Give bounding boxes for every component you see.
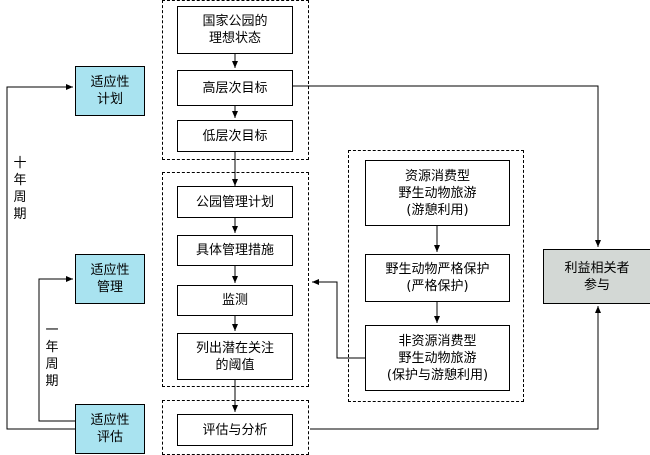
non-consumptive-tourism-box: 非资源消费型 野生动物旅游 (保护与游憩利用) [365, 325, 510, 391]
group-goals [162, 0, 309, 160]
monitoring-box: 监测 [177, 285, 293, 316]
adaptive-plan-box: 适应性 计划 [75, 66, 145, 116]
evaluation-analysis-box: 评估与分析 [177, 414, 293, 446]
arrow-one-year-cycle [38, 276, 75, 422]
consumptive-tourism-box: 资源消费型 野生动物旅游 (游憩利用) [365, 160, 510, 226]
adaptive-assessment-box: 适应性 评估 [75, 404, 145, 454]
threshold-box: 列出潜在关注 的阈值 [177, 333, 293, 380]
high-level-goal-box: 高层次目标 [177, 70, 293, 106]
group-management [162, 172, 309, 387]
arrow-evaluate-to-stakeholder [310, 306, 601, 430]
adaptive-management-box: 适应性 管理 [75, 254, 145, 304]
arrow-ten-year-cycle [6, 84, 75, 430]
stakeholder-participation-box: 利益相关者 参与 [543, 249, 650, 304]
management-measures-box: 具体管理措施 [177, 235, 293, 266]
group-tourism-types [348, 150, 524, 402]
ideal-state-box: 国家公园的 理想状态 [177, 6, 293, 54]
one-year-cycle-label: 一年周期 [45, 323, 59, 389]
arrow-highgoal-to-stakeholder [292, 85, 601, 247]
arrow-nonconsumptive-to-middle [312, 279, 365, 359]
strict-protection-box: 野生动物严格保护 (严格保护) [365, 254, 510, 302]
ten-year-cycle-label: 十年周期 [13, 156, 27, 222]
park-management-plan-box: 公园管理计划 [177, 186, 293, 218]
low-level-goal-box: 低层次目标 [177, 120, 293, 152]
